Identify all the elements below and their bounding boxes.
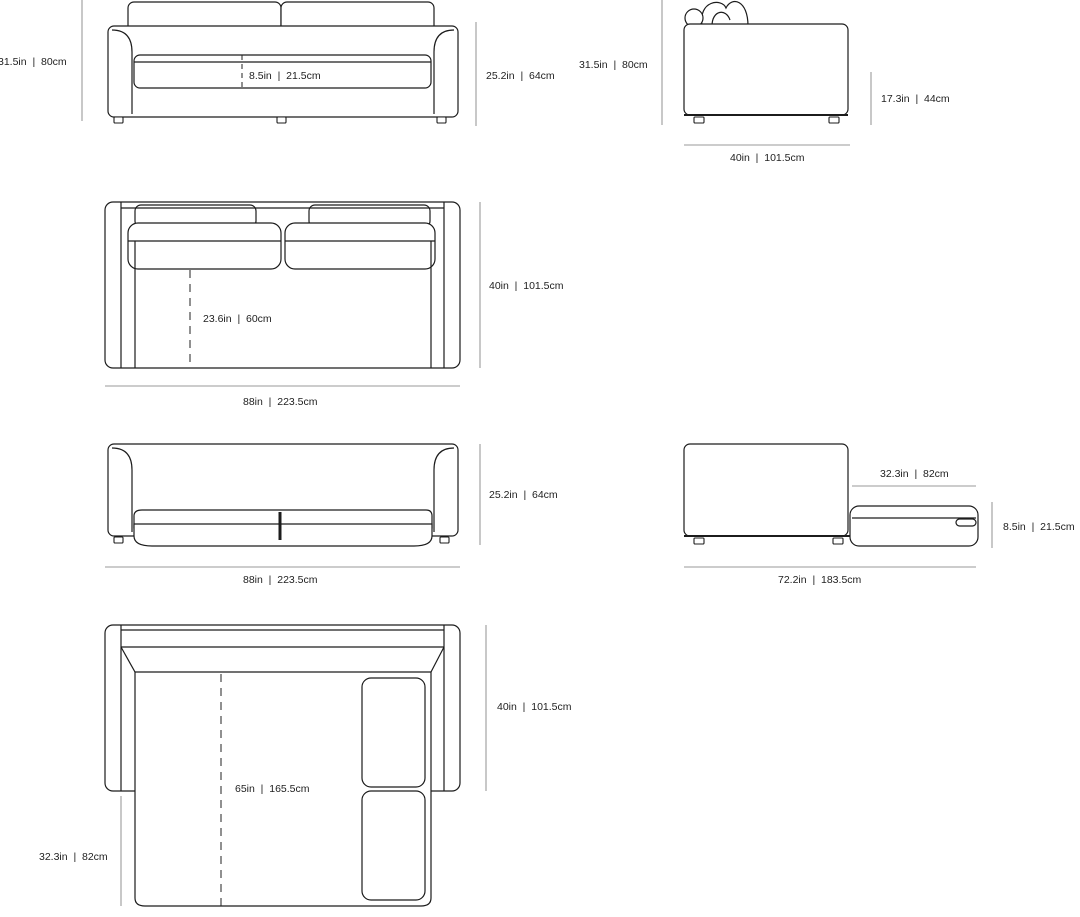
top-extended-depth-label: 40in | 101.5cm — [497, 701, 572, 713]
side-view — [661, 0, 872, 146]
front-height-label: 31.5in | 80cm — [0, 56, 67, 68]
top-extended-bed-length-label: 65in | 165.5cm — [235, 783, 310, 795]
front-cushion-label: 8.5in | 21.5cm — [249, 70, 321, 82]
side-extended-cushion-label: 8.5in | 21.5cm — [1003, 521, 1075, 533]
top-depth-label: 40in | 101.5cm — [489, 280, 564, 292]
side-height-label: 31.5in | 80cm — [579, 59, 648, 71]
side-extended-view — [683, 443, 993, 568]
top-extended-view — [104, 624, 487, 907]
top-width-label: 88in | 223.5cm — [243, 396, 318, 408]
top-seat-depth-label: 23.6in | 60cm — [203, 313, 272, 325]
front-extended-height-label: 25.2in | 64cm — [489, 489, 558, 501]
side-extended-total-label: 72.2in | 183.5cm — [778, 574, 862, 586]
side-seat-height-label: 17.3in | 44cm — [881, 93, 950, 105]
front-view — [81, 0, 477, 126]
top-extended-extension-label: 32.3in | 82cm — [39, 851, 108, 863]
side-extended-extension-label: 32.3in | 82cm — [880, 468, 949, 480]
front-seat-height-label: 25.2in | 64cm — [486, 70, 555, 82]
front-extended-view — [105, 443, 481, 568]
side-depth-label: 40in | 101.5cm — [730, 152, 805, 164]
top-view — [104, 201, 481, 387]
front-extended-width-label: 88in | 223.5cm — [243, 574, 318, 586]
